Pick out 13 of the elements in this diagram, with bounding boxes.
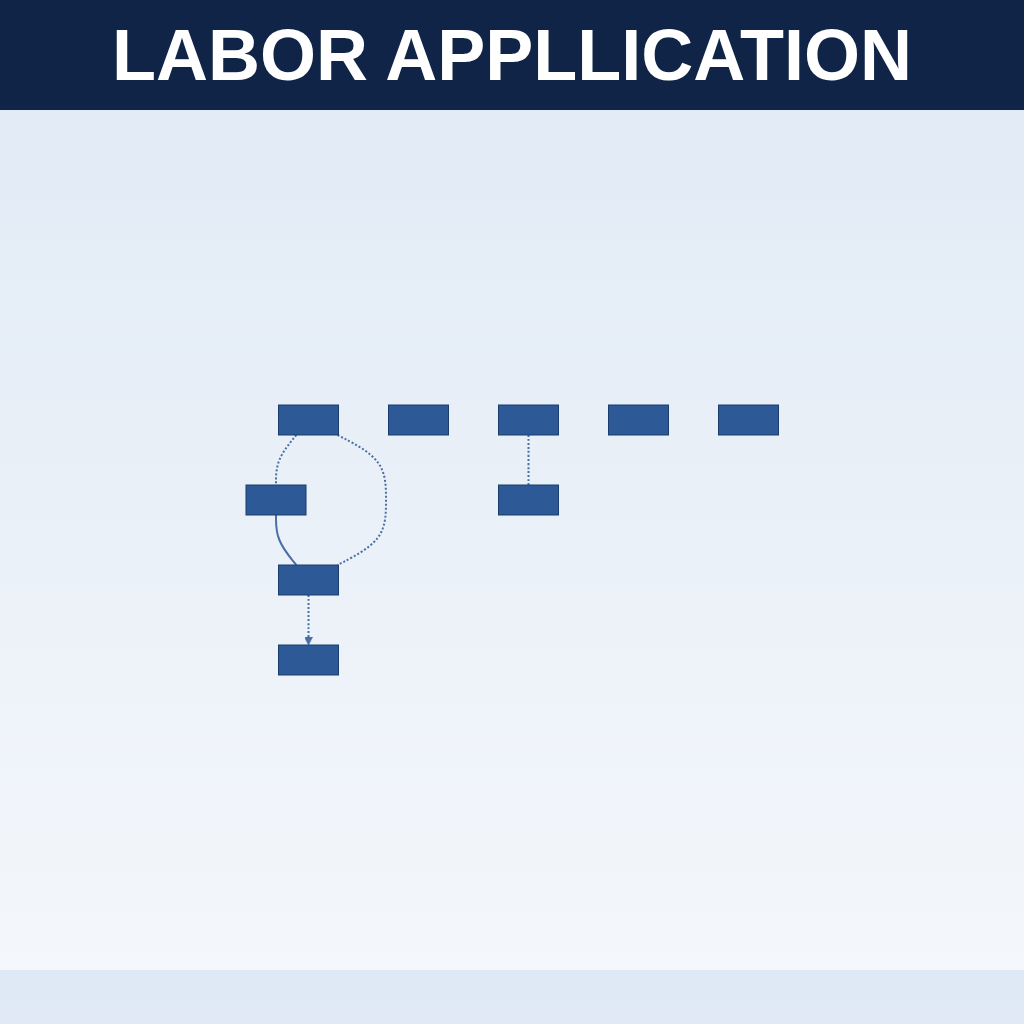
connector [274, 434, 298, 486]
node-bar [245, 484, 307, 516]
connector [336, 434, 387, 566]
title: LABOR APPLLICATION [0, 0, 1024, 110]
node-bar [387, 404, 449, 436]
connector [274, 514, 298, 566]
node-bar [277, 564, 339, 596]
node-bar [497, 404, 559, 436]
node-bar [277, 644, 339, 676]
node-bar [497, 484, 559, 516]
node-bar [607, 404, 669, 436]
node-bar [277, 404, 339, 436]
node-bar [717, 404, 779, 436]
